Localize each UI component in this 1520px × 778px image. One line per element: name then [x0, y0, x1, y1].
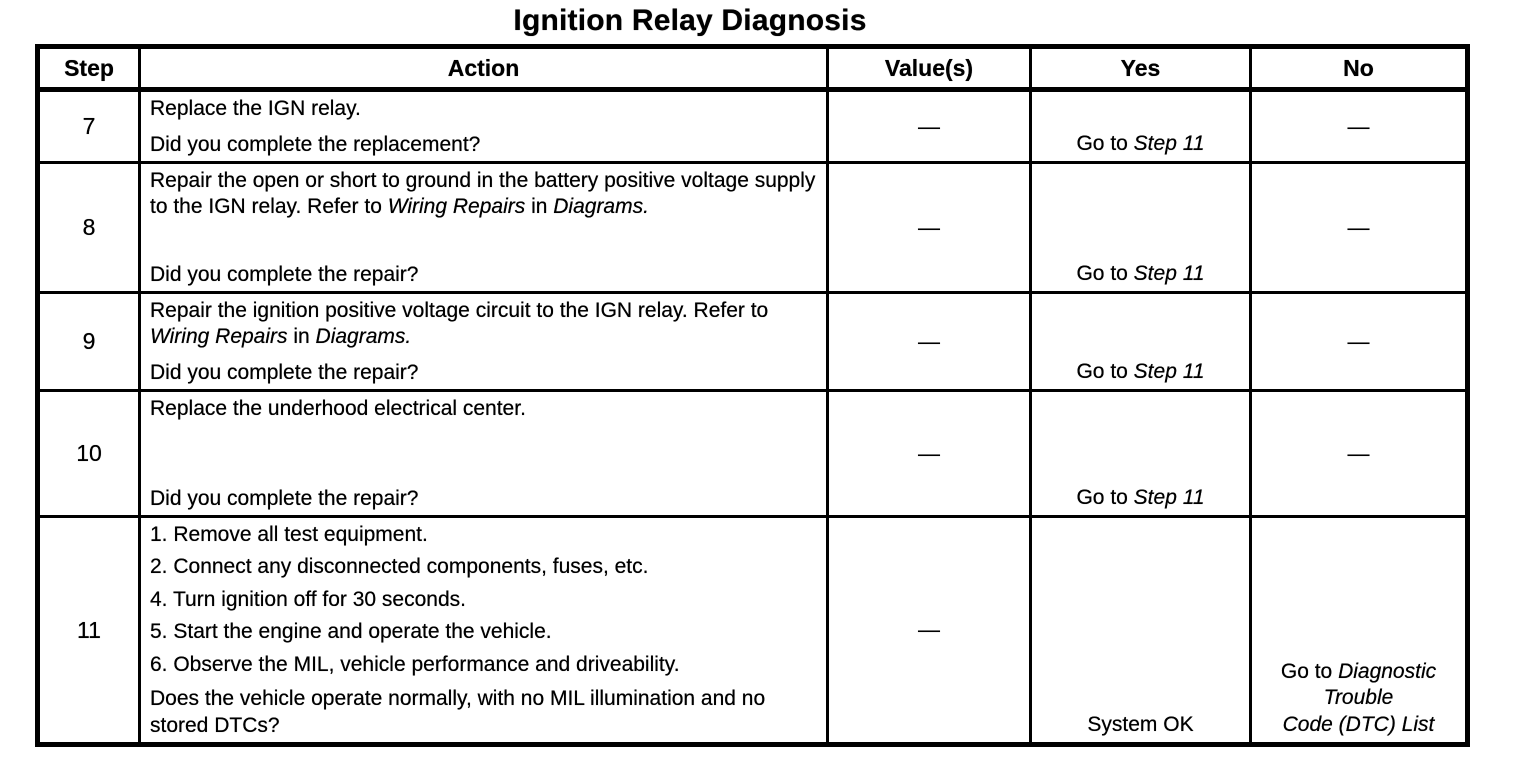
col-header-step: Step [36, 44, 141, 92]
action-cell: 1. Remove all test equipment. 2. Connect… [138, 515, 829, 746]
value-cell: — [826, 88, 1032, 164]
no-cell: — [1249, 161, 1469, 294]
step-cell: 8 [36, 161, 141, 294]
list-item: 5. Start the engine and operate the vehi… [150, 620, 552, 644]
col-header-action: Action [138, 44, 829, 92]
action-text: Repair the open or short to ground in th… [150, 169, 816, 219]
yes-text: Go to Step 11 [1076, 131, 1205, 155]
yes-cell: Go to Step 11 [1029, 161, 1252, 294]
yes-text: Go to Step 11 [1076, 485, 1205, 509]
value-dash: — [918, 214, 940, 240]
yes-cell: System OK [1029, 515, 1252, 746]
value-cell: — [826, 515, 1032, 746]
no-dash: — [1347, 214, 1370, 240]
action-numbered-list: 1. Remove all test equipment. 2. Connect… [150, 522, 816, 684]
table-row-step-8: 8 Repair the open or short to ground in … [36, 161, 1469, 294]
yes-text: System OK [1087, 712, 1194, 736]
no-text: Go to Diagnostic Trouble Code (DTC) List [1252, 518, 1465, 742]
value-cell: — [826, 161, 1032, 294]
table-row-step-9: 9 Repair the ignition positive voltage c… [36, 291, 1469, 392]
yes-cell: Go to Step 11 [1029, 291, 1252, 392]
step-cell: 9 [36, 291, 141, 392]
step-cell: 10 [36, 389, 141, 518]
action-cell: Replace the IGN relay. Did you complete … [138, 88, 829, 164]
no-dash: — [1347, 328, 1370, 354]
value-cell: — [826, 291, 1032, 392]
table-row-step-11: 11 1. Remove all test equipment. 2. Conn… [36, 515, 1469, 746]
action-text: Repair the ignition positive voltage cir… [150, 299, 769, 349]
yes-cell: Go to Step 11 [1029, 88, 1252, 164]
action-cell: Repair the open or short to ground in th… [138, 161, 829, 294]
no-text-line: Go to Diagnostic [1280, 659, 1437, 683]
page-title: Ignition Relay Diagnosis [513, 4, 867, 37]
yes-cell: Go to Step 11 [1029, 389, 1252, 518]
diagnosis-table: Step Action Value(s) Yes No 7 Replace th… [35, 44, 1470, 747]
no-text-line: Trouble [1323, 686, 1394, 710]
no-dash: — [1347, 113, 1370, 139]
question-text: Did you complete the repair? [150, 360, 419, 384]
no-dash: — [1347, 440, 1370, 466]
value-dash: — [918, 113, 940, 139]
action-text: Replace the IGN relay. [150, 97, 361, 120]
list-item: 1. Remove all test equipment. [150, 523, 428, 546]
list-item: 4. Turn ignition off for 30 seconds. [150, 587, 466, 611]
col-header-no: No [1249, 44, 1469, 92]
action-text: Replace the underhood electrical center. [150, 397, 526, 420]
value-cell: — [826, 389, 1032, 518]
no-text-line: Code (DTC) List [1282, 712, 1435, 736]
step-cell: 7 [36, 88, 141, 164]
action-cell: Replace the underhood electrical center.… [138, 389, 829, 518]
question-text: Did you complete the replacement? [150, 132, 481, 156]
step-cell: 11 [36, 515, 141, 746]
no-cell: — [1249, 389, 1469, 518]
question-text: Did you complete the repair? [150, 486, 419, 510]
list-item: 6. Observe the MIL, vehicle performance … [150, 652, 680, 676]
question-text: Does the vehicle operate normally, with … [150, 687, 766, 737]
question-text: Did you complete the repair? [150, 262, 419, 286]
header-row: Step Action Value(s) Yes No [36, 44, 1469, 92]
value-dash: — [918, 617, 940, 643]
table-row-step-7: 7 Replace the IGN relay. Did you complet… [36, 88, 1469, 164]
action-cell: Repair the ignition positive voltage cir… [138, 291, 829, 392]
no-cell: Go to Diagnostic Trouble Code (DTC) List [1249, 515, 1469, 746]
value-dash: — [918, 328, 940, 354]
list-item: 2. Connect any disconnected components, … [150, 555, 649, 579]
col-header-yes: Yes [1029, 44, 1252, 92]
yes-text: Go to Step 11 [1076, 261, 1205, 285]
no-cell: — [1249, 291, 1469, 392]
value-dash: — [918, 440, 940, 466]
yes-text: Go to Step 11 [1076, 359, 1205, 383]
table-row-step-10: 10 Replace the underhood electrical cent… [36, 389, 1469, 518]
no-cell: — [1249, 88, 1469, 164]
col-header-values: Value(s) [826, 44, 1032, 92]
